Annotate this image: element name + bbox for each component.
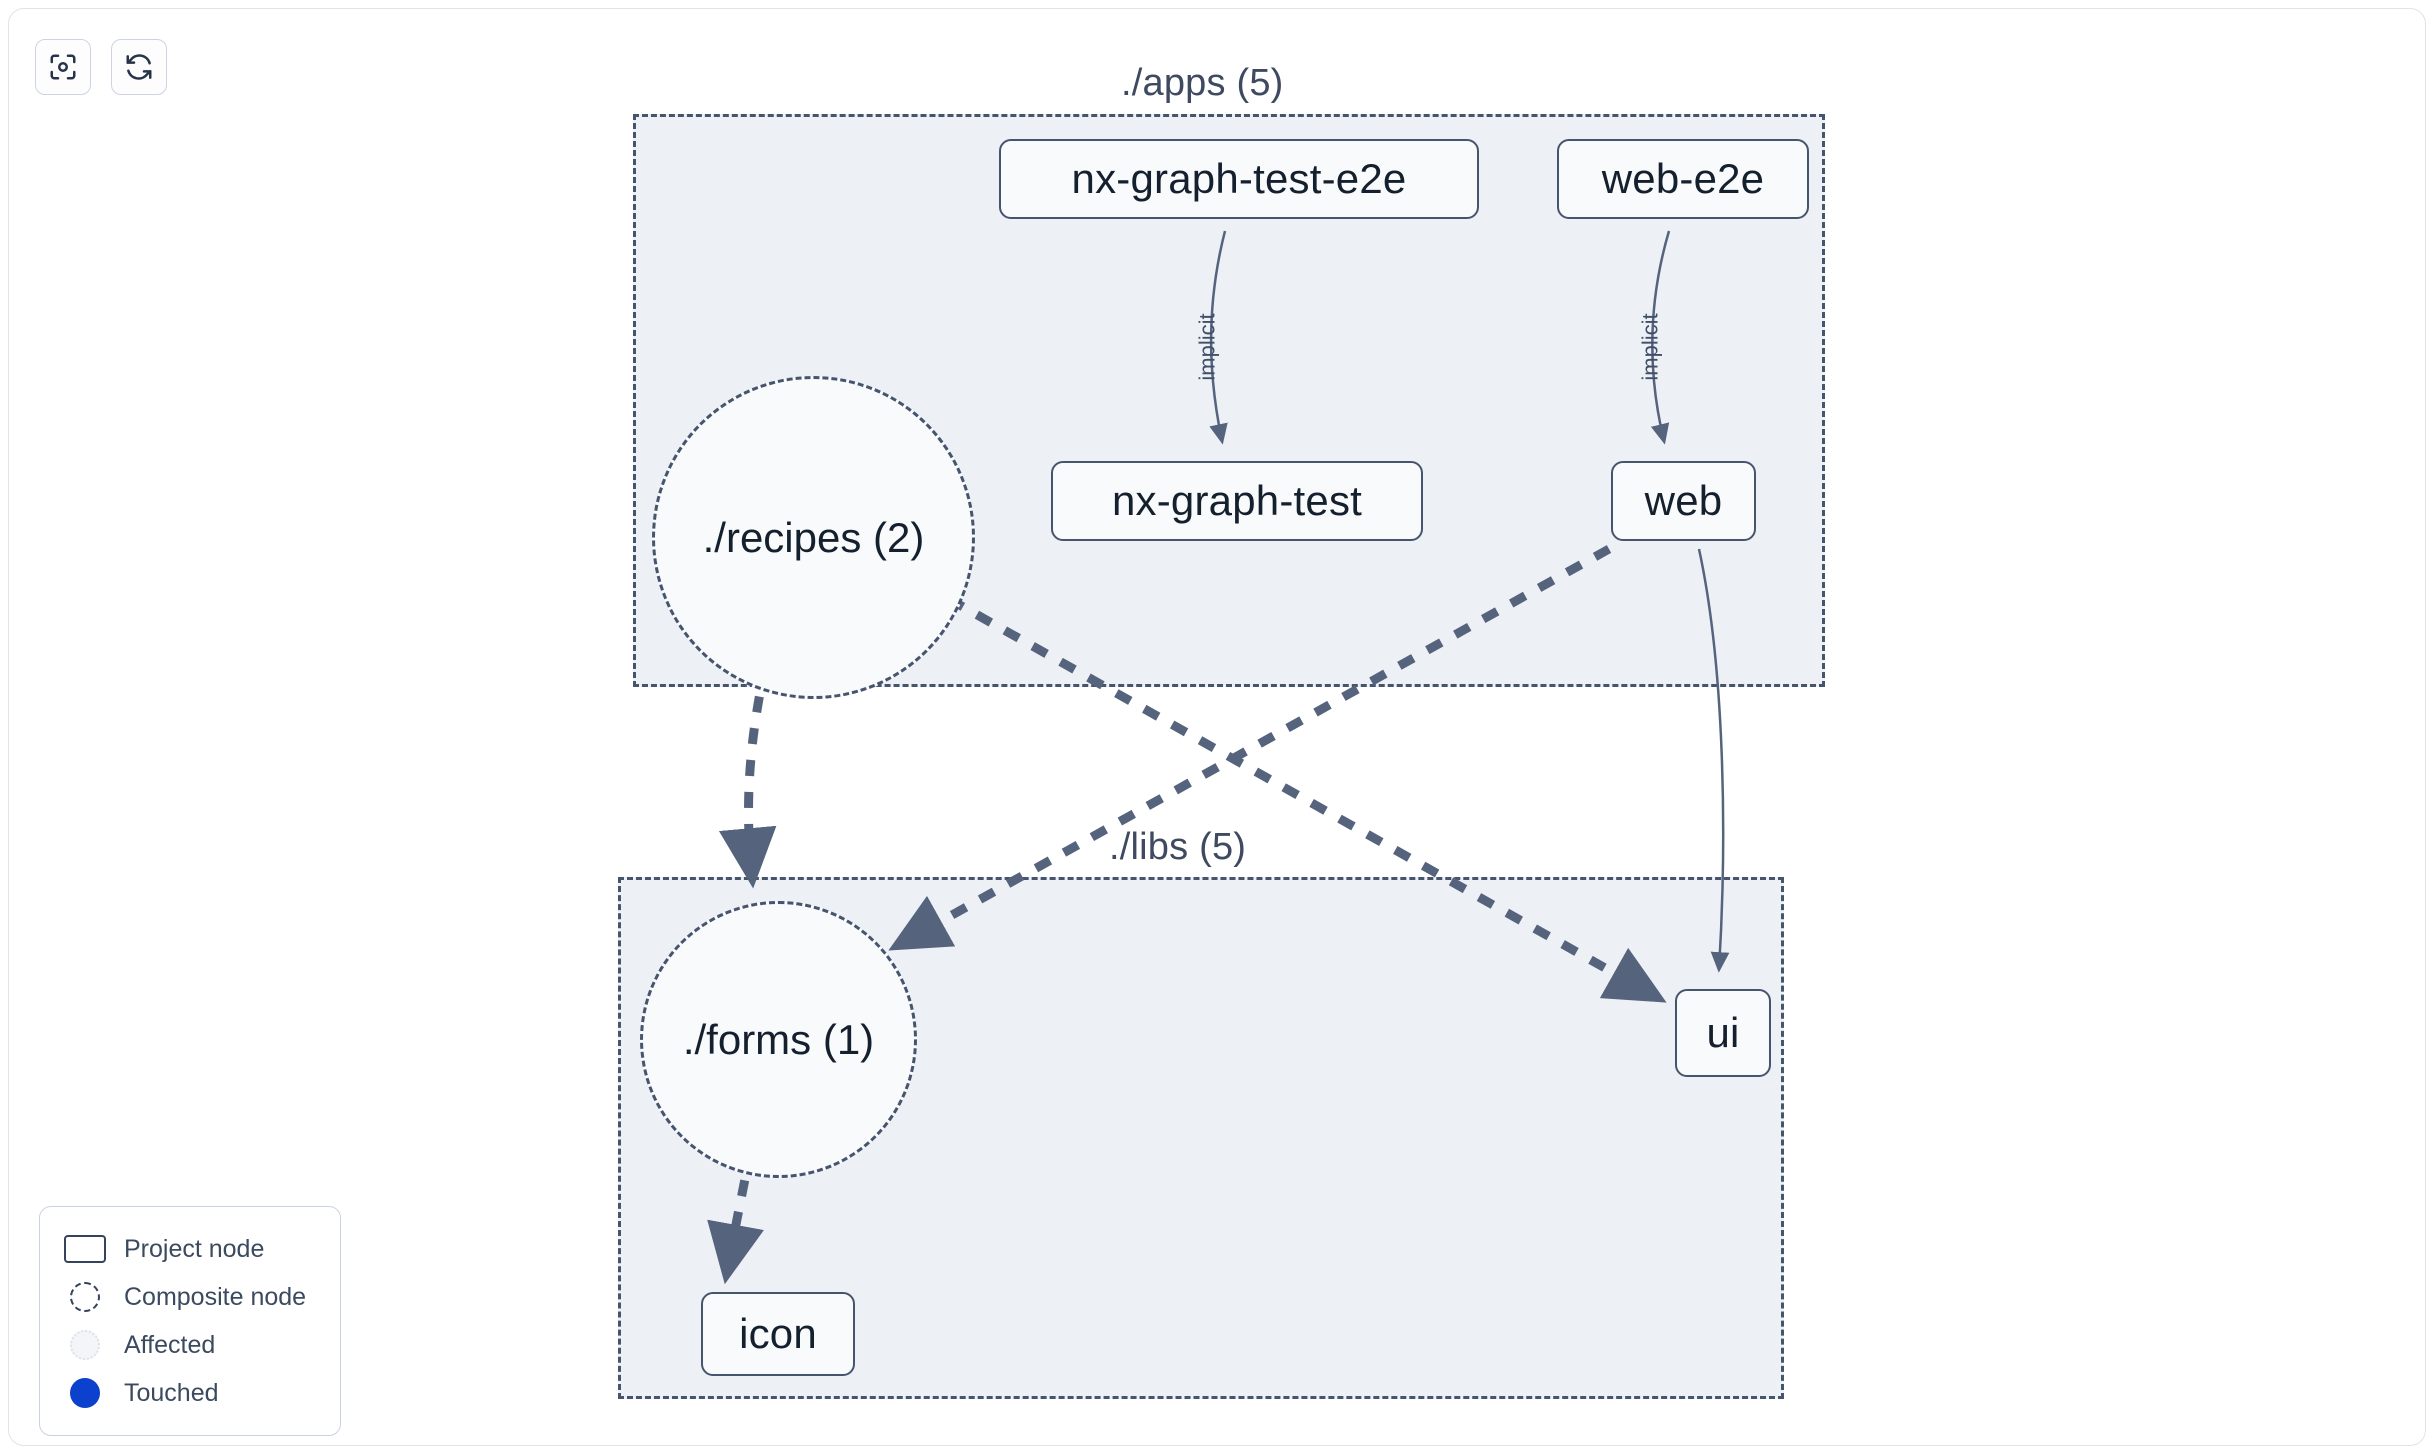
graph-panel: ./apps (5) ./libs (5) <box>8 8 2426 1446</box>
node-label: ./recipes (2) <box>702 513 925 561</box>
legend-item-label: Project node <box>124 1234 265 1263</box>
node-label: nx-graph-test-e2e <box>1071 155 1407 202</box>
node-label: ui <box>1706 1009 1740 1056</box>
node-forms[interactable]: ./forms (1) <box>640 901 917 1178</box>
node-label: web <box>1644 477 1723 524</box>
node-recipes[interactable]: ./recipes (2) <box>652 376 975 699</box>
node-label: nx-graph-test <box>1111 477 1363 524</box>
legend-item-label: Affected <box>124 1330 216 1359</box>
composite-node-swatch <box>62 1282 108 1312</box>
focus-target-icon <box>48 52 78 82</box>
legend-item-affected: Affected <box>62 1321 320 1369</box>
group-label-libs: ./libs (5) <box>1109 826 1247 868</box>
graph-canvas[interactable]: ./apps (5) ./libs (5) <box>9 9 2425 1445</box>
graph-legend: Project node Composite node Affected Tou… <box>39 1206 341 1436</box>
affected-swatch <box>62 1330 108 1360</box>
node-web[interactable]: web <box>1611 461 1756 541</box>
node-ui[interactable]: ui <box>1675 989 1771 1077</box>
legend-item-label: Composite node <box>124 1282 307 1311</box>
focus-graph-button[interactable] <box>35 39 91 95</box>
refresh-graph-button[interactable] <box>111 39 167 95</box>
group-label-apps: ./apps (5) <box>1121 62 1284 104</box>
legend-item-touched: Touched <box>62 1369 320 1417</box>
project-node-swatch <box>62 1235 108 1263</box>
legend-item-label: Touched <box>124 1378 219 1407</box>
touched-swatch <box>62 1378 108 1408</box>
node-label: icon <box>739 1310 817 1357</box>
edge-label-implicit-2: implicit <box>1637 313 1663 381</box>
edge-label-implicit-1: implicit <box>1194 313 1220 381</box>
node-web-e2e[interactable]: web-e2e <box>1557 139 1809 219</box>
node-label: ./forms (1) <box>682 1015 875 1063</box>
node-nx-graph-test[interactable]: nx-graph-test <box>1051 461 1423 541</box>
refresh-icon <box>124 52 154 82</box>
node-label: web-e2e <box>1601 155 1765 202</box>
graph-toolbar <box>35 39 167 95</box>
legend-item-project-node: Project node <box>62 1225 320 1273</box>
legend-item-composite-node: Composite node <box>62 1273 320 1321</box>
node-icon[interactable]: icon <box>701 1292 855 1376</box>
node-nx-graph-test-e2e[interactable]: nx-graph-test-e2e <box>999 139 1479 219</box>
